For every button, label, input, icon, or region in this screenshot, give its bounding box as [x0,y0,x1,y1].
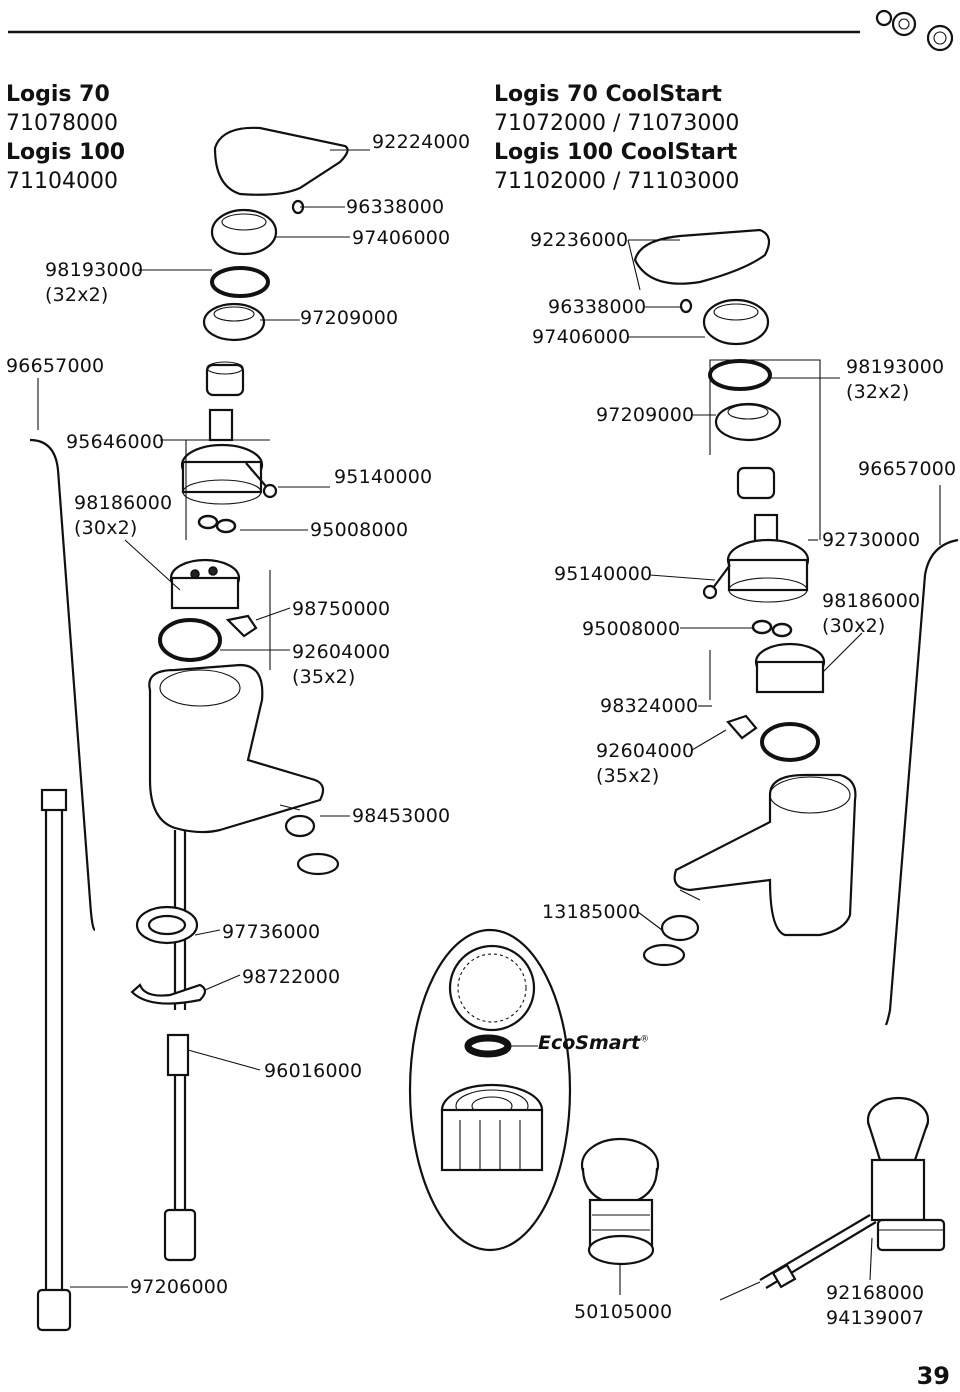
page-number: 39 [916,1362,950,1390]
part-label: 97206000 [130,1276,229,1298]
right-article-1: 71072000 / 71073000 [494,111,740,136]
part-label: 97406000 [352,227,451,249]
part-label: 98453000 [352,805,451,827]
aerator-icon [875,9,954,52]
drain-92168000 [719,1096,946,1301]
part-label: 94139007 [826,1307,925,1329]
part-label: 92224000 [372,131,471,153]
part-label: 98186000 [74,492,173,514]
left-header: Logis 70 71078000 Logis 100 71104000 [6,80,125,196]
part-label: 97209000 [596,404,695,426]
part-quantity: (35x2) [292,666,356,688]
right-model-1: Logis 70 CoolStart [494,82,722,107]
right-leader-lines [627,239,941,931]
part-label: 97406000 [532,326,631,348]
right-assembly [633,228,959,1026]
ecosmart-detail [408,928,572,1252]
part-quantity: (35x2) [596,765,660,787]
registered-mark: ® [640,1034,650,1045]
part-label: 98324000 [600,695,699,717]
part-label: 95140000 [554,563,653,585]
part-label: 50105000 [574,1301,673,1323]
part-label: 95140000 [334,466,433,488]
part-label: 95008000 [582,618,681,640]
part-label: 96657000 [858,458,957,480]
part-label: 98193000 [846,356,945,378]
part-label: 92604000 [596,740,695,762]
part-label: 98193000 [45,259,144,281]
part-label: 96338000 [346,196,445,218]
part-label: 98722000 [242,966,341,988]
part-label: 92604000 [292,641,391,663]
part-label: 98750000 [292,598,391,620]
left-article-1: 71078000 [6,111,118,136]
part-label: 95646000 [66,431,165,453]
right-header: Logis 70 CoolStart 71072000 / 71073000 L… [494,80,739,196]
part-quantity: (30x2) [822,615,886,637]
left-article-2: 71104000 [6,169,118,194]
part-label: 92730000 [822,529,921,551]
part-label: 96016000 [264,1060,363,1082]
part-label: 97209000 [300,307,399,329]
faucet-body [148,663,325,834]
part-label: 96657000 [6,355,105,377]
drain-50105000 [580,1137,660,1295]
left-leader-lines [37,149,370,1288]
part-quantity: (32x2) [45,284,109,306]
part-label: 98186000 [822,590,921,612]
part-label: 95008000 [310,519,409,541]
part-label: 96338000 [548,296,647,318]
ecosmart-label: EcoSmart [538,1032,641,1054]
right-article-2: 71102000 / 71103000 [494,169,740,194]
ecosmart-logo-text: EcoSmart® [538,1032,649,1054]
lever-handle [213,126,349,196]
left-model-1: Logis 70 [6,82,110,107]
part-quantity: (30x2) [74,517,138,539]
part-label: 92236000 [530,229,629,251]
part-quantity: (32x2) [846,381,910,403]
part-label: 13185000 [542,901,641,923]
left-assembly [29,126,349,1332]
left-model-2: Logis 100 [6,140,126,165]
right-model-2: Logis 100 CoolStart [494,140,738,165]
part-label: 97736000 [222,921,321,943]
part-label: 92168000 [826,1282,925,1304]
